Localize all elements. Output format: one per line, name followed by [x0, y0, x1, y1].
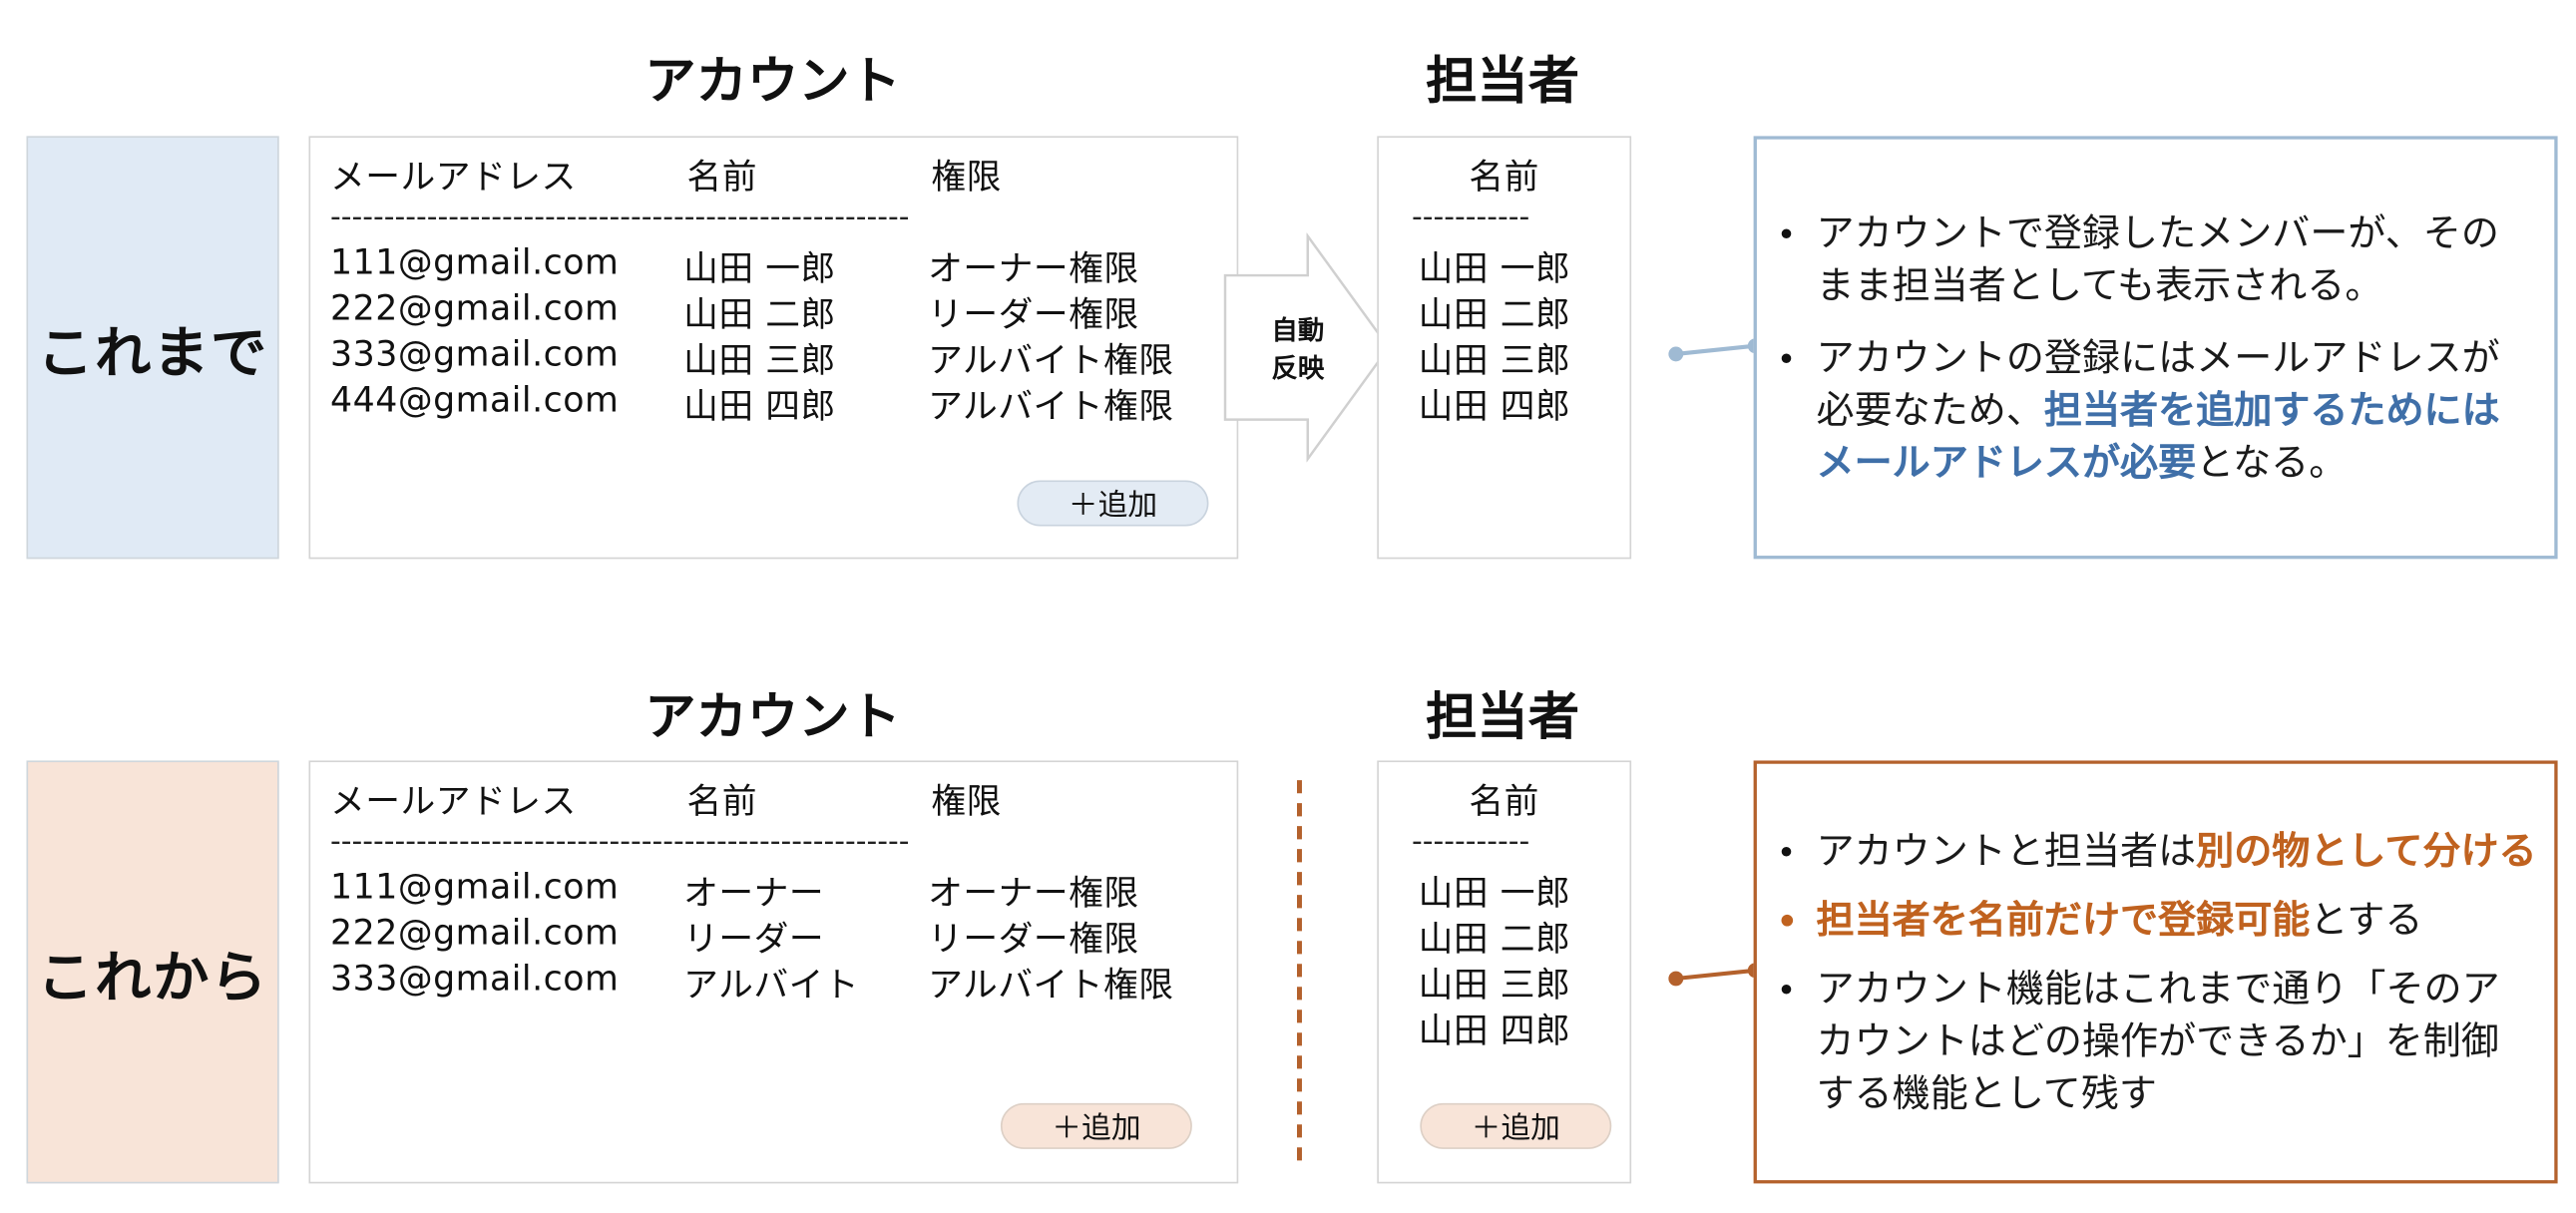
- column-header-name: 名前: [1469, 781, 1539, 822]
- past-staff-panel: 名前 ----------- 山田 一郎 山田 二郎 山田 三郎 山田 四郎: [1377, 136, 1632, 560]
- connector-dot: [1668, 346, 1684, 362]
- column-header-role: 権限: [931, 781, 1002, 822]
- table-cell-name: 山田 三郎: [683, 340, 836, 381]
- table-cell-name: 山田 一郎: [1418, 248, 1571, 289]
- separation-dashed-line: [1297, 780, 1302, 1171]
- past-account-panel: メールアドレス 名前 権限 --------------------------…: [308, 136, 1239, 560]
- table-cell-name: 山田 三郎: [1418, 965, 1571, 1006]
- future-staff-panel: 名前 ----------- 山田 一郎 山田 二郎 山田 三郎 山田 四郎 ＋…: [1377, 760, 1632, 1184]
- column-header-name: 名前: [1469, 157, 1539, 198]
- bullet-icon: •: [1776, 970, 1797, 1011]
- table-cell-email: 333@gmail.com: [330, 959, 620, 999]
- table-divider: -----------: [1412, 200, 1530, 234]
- table-divider: ----------------------------------------…: [330, 824, 910, 860]
- table-cell-email: 444@gmail.com: [330, 380, 620, 420]
- table-cell-name: 山田 三郎: [1418, 340, 1571, 381]
- column-header-name: 名前: [686, 781, 757, 822]
- future-account-heading: アカウント: [644, 688, 901, 748]
- connector-line: [1675, 343, 1756, 356]
- column-header-role: 権限: [931, 157, 1002, 198]
- table-cell-role: リーダー権限: [928, 294, 1139, 335]
- future-staff-heading: 担当者: [1426, 688, 1580, 748]
- past-staff-heading: 担当者: [1426, 52, 1580, 112]
- table-cell-name: アルバイト: [683, 965, 860, 1006]
- future-account-panel: メールアドレス 名前 権限 --------------------------…: [308, 760, 1239, 1184]
- table-cell-email: 333@gmail.com: [330, 334, 620, 374]
- table-cell-role: アルバイト権限: [928, 965, 1174, 1006]
- connector-dot: [1668, 971, 1684, 987]
- bullet-icon: •: [1776, 832, 1797, 873]
- table-cell-name: オーナー: [683, 873, 825, 914]
- table-cell-email: 222@gmail.com: [330, 913, 620, 953]
- table-cell-role: アルバイト権限: [928, 340, 1174, 381]
- column-header-email: メールアドレス: [330, 781, 577, 822]
- note-item: アカウント機能はこれまで通り「そのアカウントはどの操作ができるか」を制御する機能…: [1816, 969, 2500, 1117]
- note-item: アカウントの登録にはメールアドレスが必要なため、担当者を追加するためにはメールア…: [1816, 337, 2500, 486]
- table-cell-role: アルバイト権限: [928, 386, 1174, 427]
- table-cell-name: 山田 一郎: [683, 248, 836, 289]
- connector-line: [1675, 968, 1756, 982]
- bullet-icon: •: [1776, 901, 1798, 942]
- note-item: 担当者を名前だけで登録可能とする: [1816, 900, 2423, 943]
- add-account-button[interactable]: ＋追加: [1000, 1102, 1192, 1149]
- table-cell-email: 222@gmail.com: [330, 288, 620, 328]
- table-cell-name: 山田 二郎: [1418, 294, 1571, 335]
- table-divider: -----------: [1412, 824, 1530, 860]
- past-connector: [1668, 338, 1763, 362]
- table-cell-name: 山田 二郎: [683, 294, 836, 335]
- bullet-icon: •: [1776, 339, 1797, 379]
- past-label: これまで: [26, 136, 279, 560]
- table-cell-name: 山田 一郎: [1418, 873, 1571, 914]
- note-item: アカウントで登録したメンバーが、そのまま担当者としても表示される。: [1816, 212, 2499, 308]
- arrow-shape: [1223, 232, 1391, 463]
- column-header-email: メールアドレス: [330, 157, 577, 198]
- column-header-name: 名前: [686, 157, 757, 198]
- future-label: これから: [26, 760, 279, 1184]
- past-notes-box: • アカウントで登録したメンバーが、そのまま担当者としても表示される。 • アカ…: [1753, 136, 2558, 560]
- arrow-label-line1: 自動: [1271, 315, 1324, 346]
- future-notes-box: • アカウントと担当者は別の物として分ける • 担当者を名前だけで登録可能とする…: [1753, 760, 2558, 1184]
- table-cell-email: 111@gmail.com: [330, 242, 620, 282]
- future-connector: [1668, 963, 1763, 987]
- auto-reflect-arrow: 自動 反映: [1223, 232, 1391, 463]
- table-cell-email: 111@gmail.com: [330, 867, 620, 907]
- table-cell-name: 山田 四郎: [683, 386, 836, 427]
- note-item: アカウントと担当者は別の物として分ける: [1816, 831, 2537, 874]
- table-cell-role: リーダー権限: [928, 919, 1139, 960]
- table-cell-name: 山田 四郎: [1418, 1011, 1571, 1051]
- table-cell-role: オーナー権限: [928, 248, 1139, 289]
- table-cell-name: 山田 四郎: [1418, 386, 1571, 427]
- table-divider: ----------------------------------------…: [330, 200, 910, 234]
- table-cell-role: オーナー権限: [928, 873, 1139, 914]
- table-cell-name: リーダー: [683, 919, 825, 960]
- add-account-button[interactable]: ＋追加: [1017, 480, 1209, 527]
- table-cell-name: 山田 二郎: [1418, 919, 1571, 960]
- add-staff-button[interactable]: ＋追加: [1420, 1102, 1612, 1149]
- past-account-heading: アカウント: [644, 52, 901, 112]
- bullet-icon: •: [1776, 214, 1797, 254]
- arrow-label-line2: 反映: [1271, 354, 1325, 384]
